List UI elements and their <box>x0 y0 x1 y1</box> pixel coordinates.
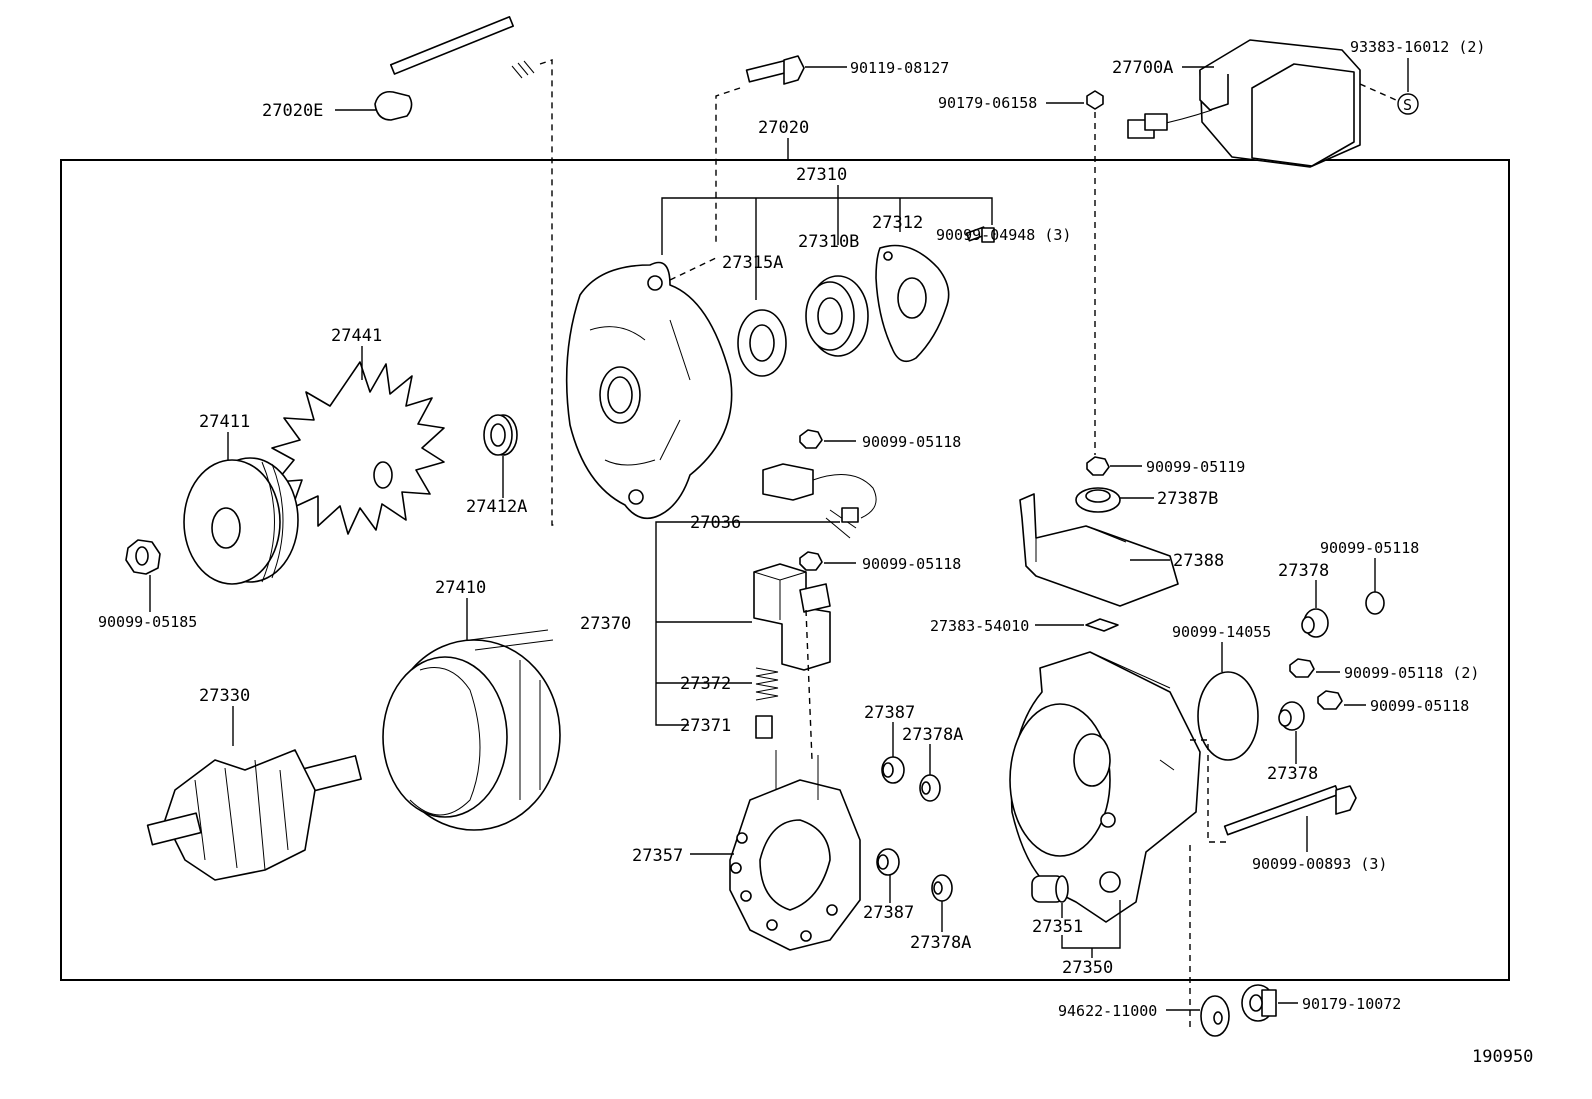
spacer-27412a <box>483 414 518 456</box>
label-90099-04948: 90099-04948 (3) <box>936 226 1071 244</box>
label-90099-05185: 90099-05185 <box>98 613 197 631</box>
fan-27441 <box>271 361 445 535</box>
label-27411: 27411 <box>199 412 250 432</box>
label-27351: 27351 <box>1032 917 1083 937</box>
label-27387b: 27387B <box>1157 489 1218 509</box>
label-90099-05118-b: 90099-05118 <box>862 555 961 573</box>
label-90099-05119: 90099-05119 <box>1146 458 1245 476</box>
label-27310b: 27310B <box>798 232 859 252</box>
rotor-27330 <box>146 749 362 881</box>
label-90179-10072: 90179-10072 <box>1302 995 1401 1013</box>
label-90099-05118-2: 90099-05118 (2) <box>1344 664 1479 682</box>
harness-27036 <box>762 463 877 539</box>
label-27378a-b: 27378A <box>910 933 971 953</box>
assembly-frame <box>60 159 1510 981</box>
s-mark <box>1397 93 1419 115</box>
label-90099-05118-d: 90099-05118 <box>1370 697 1469 715</box>
label-27020e: 27020E <box>262 101 323 121</box>
label-93383-16012: 93383-16012 (2) <box>1350 38 1485 56</box>
label-90119-08127: 90119-08127 <box>850 59 949 77</box>
insulator-27378-a <box>1301 608 1329 638</box>
label-27383-54010: 27383-54010 <box>930 617 1029 635</box>
bolt-90119-08127 <box>745 55 805 85</box>
label-27370: 27370 <box>580 614 631 634</box>
label-94622-11000: 94622-11000 <box>1058 1002 1157 1020</box>
label-27330: 27330 <box>199 686 250 706</box>
label-27378-a: 27378 <box>1278 561 1329 581</box>
nut-90179-10072 <box>1241 984 1277 1022</box>
insulator-27387-b <box>876 848 900 876</box>
plate-27388 <box>1019 493 1179 607</box>
pulley-27411 <box>183 457 299 585</box>
label-27378a-a: 27378A <box>902 725 963 745</box>
diagram-id: 190950 <box>1472 1047 1533 1067</box>
insulator-27378-b <box>1278 701 1305 731</box>
stator-27410 <box>382 629 561 831</box>
retainer-plate-27312 <box>875 244 950 363</box>
through-bolt-27020e <box>374 16 535 121</box>
nut-90099-05118-d <box>1317 690 1343 710</box>
washer-27383-54010 <box>1085 618 1119 632</box>
label-27036: 27036 <box>690 513 741 533</box>
nut-90099-05119 <box>1086 456 1110 476</box>
label-s-mark: S <box>1403 96 1412 114</box>
label-27310: 27310 <box>796 165 847 185</box>
label-27378-b: 27378 <box>1267 764 1318 784</box>
screw-90099-04948 <box>965 226 995 243</box>
brush-holder-27370 <box>753 563 831 671</box>
rectifier-27357 <box>729 750 861 951</box>
label-27372: 27372 <box>680 674 731 694</box>
nut-90099-05118-b <box>799 551 823 571</box>
label-27412a: 27412A <box>466 497 527 517</box>
label-90099-05118-a: 90099-05118 <box>862 433 961 451</box>
label-27387-b: 27387 <box>863 903 914 923</box>
label-27312: 27312 <box>872 213 923 233</box>
nut-90099-05118-2 <box>1289 658 1315 678</box>
insulator-27378a-a <box>919 774 941 802</box>
label-27357: 27357 <box>632 846 683 866</box>
label-90099-05118-c: 90099-05118 <box>1320 539 1419 557</box>
cap-27387b <box>1075 487 1121 513</box>
label-27020: 27020 <box>758 118 809 138</box>
bearing-27310b <box>805 275 869 357</box>
regulator-27700a <box>1127 39 1361 168</box>
label-90099-14055: 90099-14055 <box>1172 623 1271 641</box>
label-90099-00893: 90099-00893 (3) <box>1252 855 1387 873</box>
o-ring-90099-14055 <box>1197 671 1259 761</box>
spring-27372 <box>755 667 779 701</box>
bushing-27351 <box>1031 875 1069 903</box>
bolt-90099-00893 <box>1223 785 1357 836</box>
nut-90179-06158 <box>1086 90 1104 110</box>
label-90179-06158: 90179-06158 <box>938 94 1037 112</box>
nut-90099-05185 <box>125 539 161 575</box>
label-27350: 27350 <box>1062 958 1113 978</box>
drive-end-frame <box>565 261 733 520</box>
label-27315a: 27315A <box>722 253 783 273</box>
label-27371: 27371 <box>680 716 731 736</box>
label-27387-a: 27387 <box>864 703 915 723</box>
label-27410: 27410 <box>435 578 486 598</box>
nut-90099-05118-c <box>1365 591 1385 615</box>
label-27700a: 27700A <box>1112 58 1173 78</box>
label-27388: 27388 <box>1173 551 1224 571</box>
nut-90099-05118-a <box>799 429 823 449</box>
insulator-27378a-b <box>931 874 953 902</box>
rear-end-frame-27350 <box>1009 651 1201 923</box>
brush-27371 <box>755 715 773 739</box>
label-27441: 27441 <box>331 326 382 346</box>
insulator-27387-a <box>881 756 905 784</box>
washer-94622-11000 <box>1200 995 1230 1037</box>
